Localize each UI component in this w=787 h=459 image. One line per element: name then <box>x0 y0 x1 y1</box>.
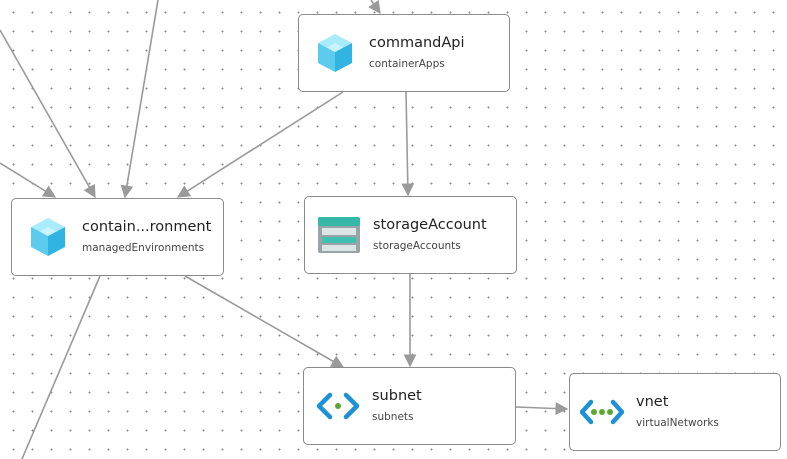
node-vnet[interactable]: vnet virtualNetworks <box>569 373 781 451</box>
edge-offscreen-to-container-env-2 <box>120 0 159 199</box>
edge-offscreen-to-command-api <box>368 0 381 15</box>
node-type: virtualNetworks <box>636 417 719 429</box>
node-type: subnets <box>372 411 414 423</box>
node-title: contain...ronment <box>82 219 212 235</box>
node-title: vnet <box>636 394 669 410</box>
node-type: containerApps <box>369 58 445 70</box>
edge-offscreen-to-container-env-3 <box>0 162 57 198</box>
container-app-cube-icon <box>318 34 352 72</box>
subnet-icon <box>316 392 360 420</box>
edge-container-env-to-subnet <box>184 275 345 368</box>
managed-environment-cube-icon <box>31 218 65 256</box>
node-title: subnet <box>372 388 422 404</box>
edge-command-api-to-storage-account <box>401 91 415 197</box>
edge-offscreen-to-container-env-1 <box>0 29 96 199</box>
node-storage-account[interactable]: storageAccount storageAccounts <box>304 196 517 274</box>
node-container-environment[interactable]: contain...ronment managedEnvironments <box>11 198 224 276</box>
edge-subnet-to-vnet <box>515 402 569 415</box>
storage-account-icon <box>318 217 360 253</box>
edge-command-api-to-container-env <box>176 91 344 198</box>
node-type: storageAccounts <box>373 240 461 252</box>
node-subnet[interactable]: subnet subnets <box>303 367 516 445</box>
node-command-api[interactable]: commandApi containerApps <box>298 14 510 92</box>
node-title: storageAccount <box>373 217 487 233</box>
virtual-network-icon <box>580 399 624 425</box>
node-title: commandApi <box>369 35 465 51</box>
edge-container-env-to-offscreen <box>21 275 101 459</box>
node-type: managedEnvironments <box>82 242 205 254</box>
